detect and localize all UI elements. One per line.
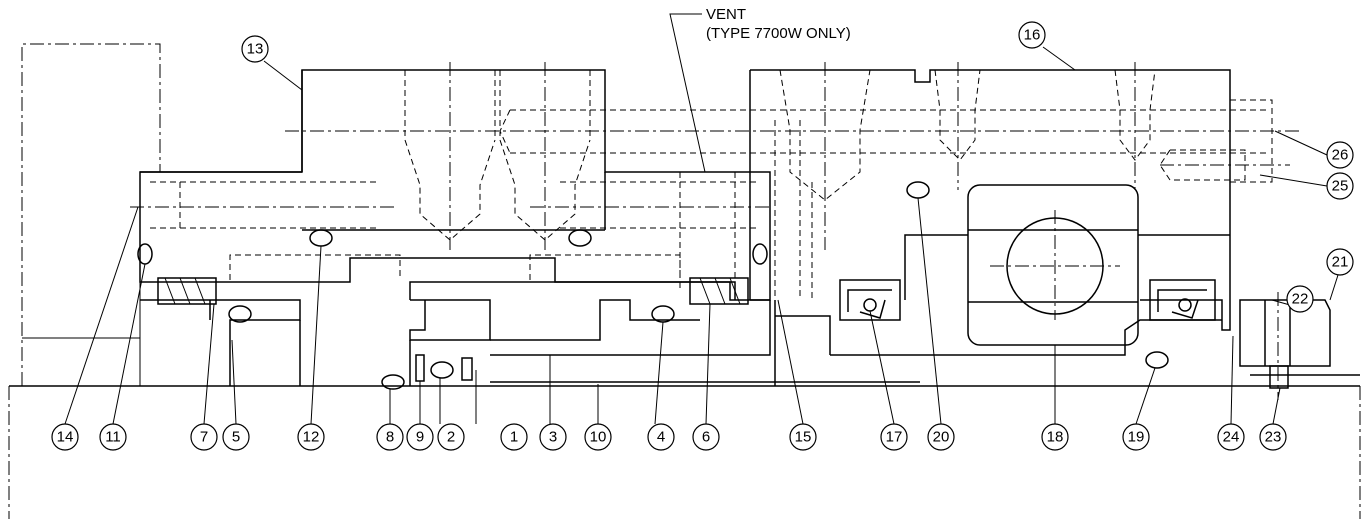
svg-text:12: 12 (303, 429, 320, 446)
svg-text:21: 21 (1332, 254, 1349, 271)
leader-lines (64, 46, 1339, 425)
svg-text:11: 11 (105, 429, 121, 446)
vent-label: VENT (706, 6, 746, 23)
svg-text:24: 24 (1223, 429, 1240, 446)
vent-note: VENT (TYPE 7700W ONLY) (669, 6, 851, 173)
o-rings (137, 181, 1169, 390)
callout-19: 19 (1122, 423, 1150, 451)
callout-9: 9 (406, 423, 434, 451)
callout-14: 14 (51, 423, 79, 451)
callout-16: 16 (1018, 21, 1046, 49)
svg-text:13: 13 (247, 41, 264, 58)
callout-10: 10 (584, 423, 612, 451)
bearing-housing (285, 62, 1300, 386)
svg-text:20: 20 (933, 429, 950, 446)
callout-3: 3 (539, 423, 567, 451)
callout-15: 15 (789, 423, 817, 451)
svg-text:2: 2 (447, 429, 455, 446)
callout-13: 13 (241, 35, 269, 63)
callout-1: 1 (500, 423, 528, 451)
svg-text:1: 1 (510, 429, 518, 446)
callout-12: 12 (297, 423, 325, 451)
shaft-outline (8, 381, 1361, 519)
callout-7: 7 (190, 423, 218, 451)
svg-text:7: 7 (200, 429, 208, 446)
callout-11: 11 (99, 423, 127, 451)
svg-text:23: 23 (1265, 429, 1282, 446)
svg-text:6: 6 (702, 429, 710, 446)
callout-26: 26 (1326, 141, 1354, 169)
callout-23: 23 (1259, 423, 1287, 451)
svg-text:18: 18 (1047, 429, 1064, 446)
svg-text:3: 3 (549, 429, 557, 446)
seal-rings (140, 254, 771, 386)
svg-text:15: 15 (795, 429, 812, 446)
callout-17: 17 (880, 423, 908, 451)
svg-text:17: 17 (886, 429, 903, 446)
svg-text:26: 26 (1332, 147, 1349, 164)
callout-18: 18 (1041, 423, 1069, 451)
callout-2: 2 (437, 423, 465, 451)
vent-type-label: (TYPE 7700W ONLY) (706, 25, 851, 42)
bearing (904, 184, 1230, 346)
svg-text:19: 19 (1128, 429, 1145, 446)
callout-4: 4 (647, 423, 675, 451)
svg-text:10: 10 (590, 429, 607, 446)
svg-text:22: 22 (1292, 291, 1309, 308)
callout-5: 5 (222, 423, 250, 451)
svg-text:8: 8 (386, 429, 394, 446)
lip-seals (830, 279, 1222, 356)
callout-25: 25 (1326, 172, 1354, 200)
gland-plate (130, 62, 771, 301)
svg-text:14: 14 (57, 429, 74, 446)
callout-22: 22 (1286, 285, 1314, 313)
callout-6: 6 (692, 423, 720, 451)
callout-20: 20 (927, 423, 955, 451)
callout-24: 24 (1217, 423, 1245, 451)
callout-8: 8 (376, 423, 404, 451)
svg-text:4: 4 (657, 429, 665, 446)
svg-text:25: 25 (1332, 178, 1349, 195)
svg-text:5: 5 (232, 429, 240, 446)
svg-text:9: 9 (416, 429, 424, 446)
svg-text:16: 16 (1024, 27, 1041, 44)
callout-21: 21 (1326, 248, 1354, 276)
